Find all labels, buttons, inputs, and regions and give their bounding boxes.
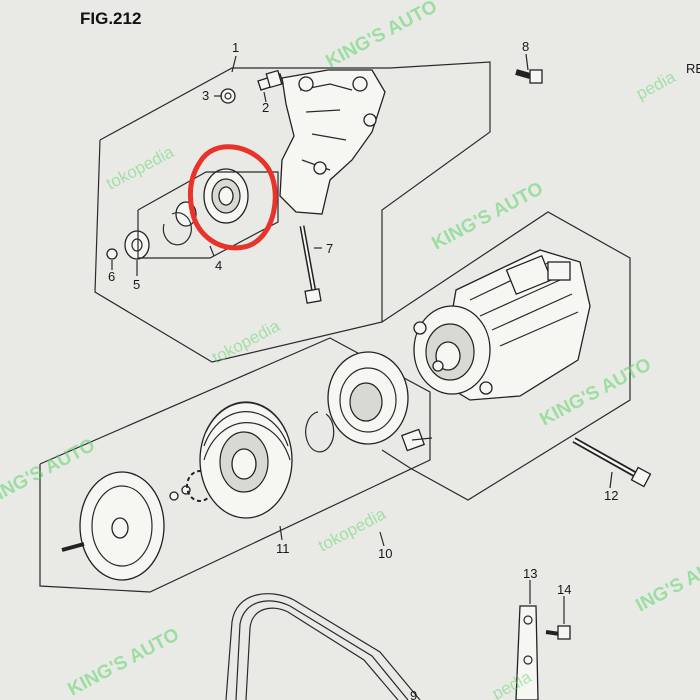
- callout-13: 13: [523, 566, 537, 581]
- watermark-tokopedia-mid: tokopedia: [209, 316, 283, 368]
- shim-washers: [169, 485, 191, 501]
- callout-3: 3: [202, 88, 209, 103]
- watermark-kings-auto-mid: KING'S AUTO: [428, 178, 546, 254]
- bracket-bolt-small: [545, 625, 571, 640]
- callout-line-10: [379, 531, 385, 547]
- edge-cut-text: RE: [686, 61, 700, 76]
- watermark-kings-auto-left: ING'S AUTO: [0, 435, 99, 505]
- callout-line-1: [231, 55, 237, 73]
- watermark-kings-auto-corner: ING'S AUTO: [632, 547, 700, 617]
- compressor-bracket: [279, 69, 386, 215]
- callout-line-11: [279, 525, 283, 541]
- clutch-pressure-plate: [61, 471, 165, 581]
- washer: [220, 88, 236, 104]
- compressor-long-bolt: [572, 437, 652, 488]
- drive-belt: [225, 593, 421, 700]
- pulley-snap-ring: [305, 411, 335, 453]
- callout-8: 8: [522, 39, 529, 54]
- highlight-circle: [187, 144, 278, 251]
- callout-line-2: [263, 91, 267, 103]
- clutch-pulley: [199, 401, 293, 519]
- callout-4: 4: [215, 258, 222, 273]
- callout-10: 10: [378, 546, 392, 561]
- compressor-group-outline: [381, 211, 631, 501]
- field-coil: [327, 351, 433, 452]
- callout-9: 9: [410, 688, 417, 700]
- callout-1: 1: [232, 40, 239, 55]
- idler-pulley-assembly: [106, 168, 279, 260]
- callout-11: 11: [276, 541, 290, 556]
- ac-compressor: [413, 249, 591, 401]
- callout-line-8: [525, 53, 529, 71]
- mounting-bolt: [515, 69, 543, 84]
- tension-bolt: [299, 225, 322, 304]
- clutch-group-outline: [39, 337, 431, 593]
- bracket-group-outline: [94, 61, 491, 363]
- belt-guard-bracket: [515, 605, 539, 700]
- callout-line-12: [609, 471, 613, 489]
- watermark-tokopedia-left: tokopedia: [103, 142, 177, 194]
- callout-5: 5: [133, 277, 140, 292]
- watermark-kings-auto-bottom: KING'S AUTO: [64, 624, 182, 700]
- bracket-bolt: [257, 69, 284, 91]
- callout-line-4: [209, 245, 215, 257]
- callout-2: 2: [262, 100, 269, 115]
- callout-14: 14: [557, 582, 571, 597]
- callout-12: 12: [604, 488, 618, 503]
- callout-7: 7: [326, 241, 333, 256]
- callout-6: 6: [108, 269, 115, 284]
- figure-title: FIG.212: [80, 9, 141, 28]
- watermark-kings-auto-top: KING'S AUTO: [322, 0, 440, 72]
- watermark-tokopedia-right: pedia: [633, 67, 679, 104]
